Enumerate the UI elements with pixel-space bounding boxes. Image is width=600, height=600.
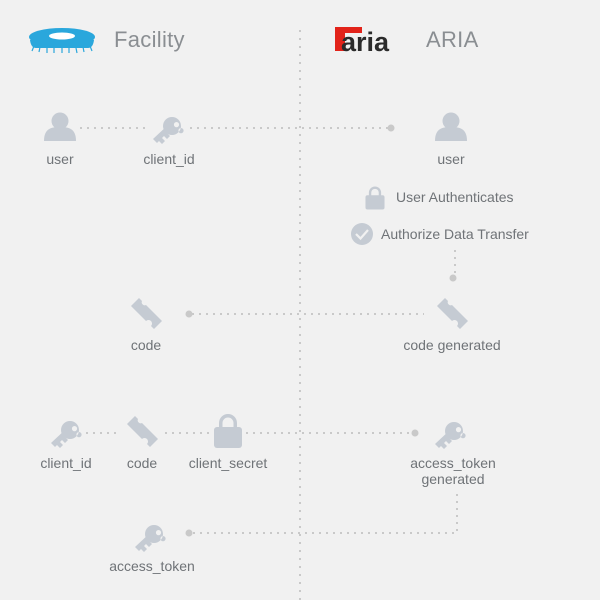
- lock-icon: [365, 186, 385, 210]
- connector-access-token-generated-to-access-token: [192, 494, 458, 534]
- key-icon: [51, 421, 82, 448]
- user-icon: [435, 112, 467, 141]
- client-id-label-2: client_id: [40, 455, 92, 471]
- ticket-icon: [437, 298, 468, 329]
- facility-title: Facility: [114, 27, 185, 52]
- user-authenticates-label: User Authenticates: [396, 189, 514, 205]
- key-icon: [435, 422, 466, 449]
- aria-logo-icon: aria: [335, 27, 390, 57]
- access-token-generated-label: access_token generated: [410, 455, 496, 487]
- connector-dot: [185, 529, 193, 537]
- code-generated-label: code generated: [403, 337, 501, 353]
- aria-title: ARIA: [426, 27, 479, 52]
- client-id-label: client_id: [143, 151, 195, 167]
- ticket-icon: [127, 416, 158, 447]
- access-token-label: access_token: [109, 558, 195, 574]
- aria-logo-text: aria: [341, 27, 390, 57]
- connector-dot: [411, 429, 419, 437]
- connector-dot: [449, 274, 457, 282]
- user-icon: [44, 112, 76, 141]
- code-label-2: code: [126, 455, 158, 471]
- key-icon: [153, 117, 184, 144]
- facility-logo-icon: [29, 28, 95, 54]
- connector-dot: [185, 310, 193, 318]
- lock-icon: [214, 414, 242, 448]
- code-label: code: [130, 337, 162, 353]
- user-label-aria: user: [437, 151, 465, 167]
- key-icon: [135, 525, 166, 552]
- ticket-icon: [131, 298, 162, 329]
- user-label-facility: user: [46, 151, 74, 167]
- connector-dots: [185, 124, 457, 537]
- check-icon: [351, 223, 373, 245]
- client-secret-label: client_secret: [188, 455, 268, 471]
- connectors: [80, 127, 458, 534]
- authorize-data-transfer-label: Authorize Data Transfer: [381, 226, 529, 242]
- connector-dot: [387, 124, 395, 132]
